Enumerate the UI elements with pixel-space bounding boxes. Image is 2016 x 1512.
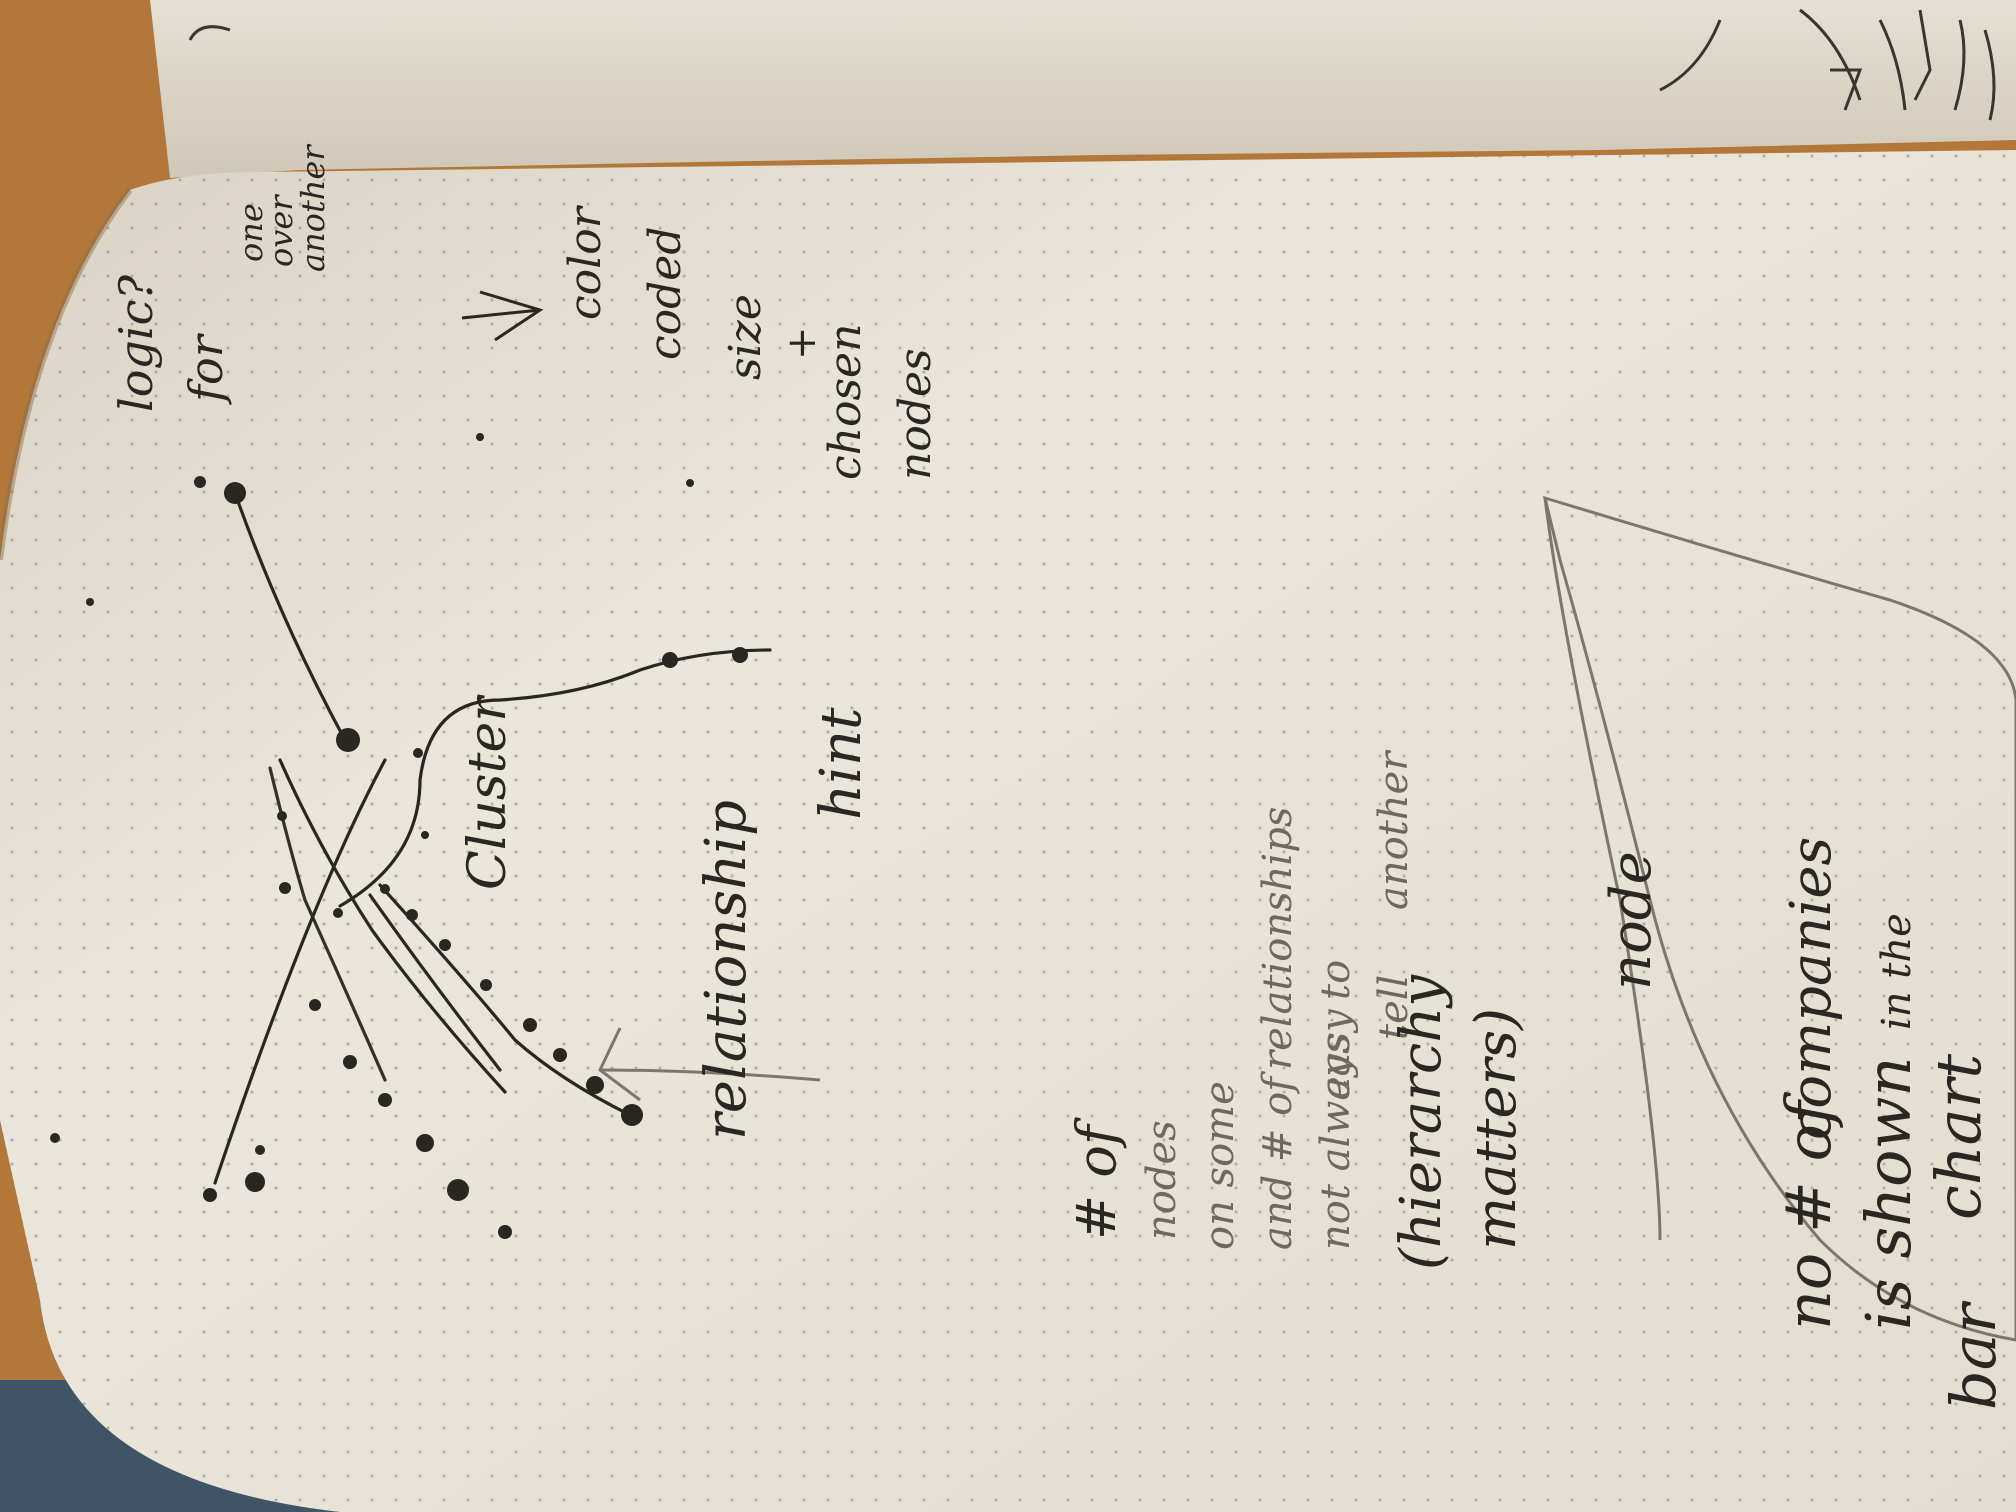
note-word: node bbox=[1599, 851, 1664, 990]
node bbox=[421, 831, 429, 839]
node bbox=[309, 999, 321, 1011]
node bbox=[277, 811, 287, 821]
node bbox=[439, 939, 451, 951]
note-nodes: # of nodes on some and # of relationship… bbox=[1065, 749, 1417, 1250]
note-word: (hierarchy bbox=[1389, 974, 1454, 1270]
note-bottom: no # of companies is shown in the chart … bbox=[1772, 837, 2010, 1410]
note-word: companies bbox=[1779, 837, 1844, 1140]
label-hint: hint bbox=[809, 707, 874, 820]
node bbox=[333, 908, 343, 918]
dot-grid bbox=[0, 150, 2016, 1512]
note-word: for bbox=[179, 332, 233, 405]
note-word: relationships bbox=[1255, 807, 1301, 1070]
label-relationship: relationship bbox=[694, 800, 759, 1140]
opposite-page-scribbles bbox=[188, 8, 1996, 121]
node bbox=[447, 1179, 469, 1201]
node bbox=[686, 479, 694, 487]
node bbox=[662, 652, 678, 668]
note-word: chosen bbox=[820, 324, 871, 480]
node bbox=[50, 1133, 60, 1143]
note-word: not always bbox=[1313, 1034, 1359, 1250]
node bbox=[523, 1018, 537, 1032]
note-color: color coded size + chosen nodes bbox=[560, 204, 941, 480]
note-word: # of bbox=[1065, 1117, 1128, 1240]
node bbox=[406, 909, 418, 921]
note-word: nodes bbox=[890, 348, 941, 480]
pencil-arrow bbox=[598, 1027, 821, 1102]
node bbox=[621, 1104, 643, 1126]
node bbox=[413, 748, 423, 758]
note-word: chart bbox=[1922, 1054, 1995, 1220]
note-word: bar bbox=[1937, 1300, 2010, 1410]
note-word: easy bbox=[1313, 1008, 1359, 1100]
note-word: nodes bbox=[1139, 1120, 1185, 1240]
node bbox=[732, 647, 748, 663]
note-word: coded bbox=[640, 226, 691, 360]
node bbox=[498, 1225, 512, 1239]
node bbox=[380, 884, 390, 894]
note-center: (hierarchy matters) node bbox=[1389, 851, 1664, 1270]
label-hint-group: hint bbox=[809, 707, 874, 820]
node bbox=[553, 1048, 567, 1062]
pencil-loop bbox=[1542, 495, 2016, 1342]
opposite-page bbox=[150, 0, 2016, 178]
note-word: another bbox=[1371, 749, 1417, 910]
label-cluster-group: Cluster bbox=[458, 694, 518, 890]
node bbox=[245, 1172, 265, 1192]
note-word: color bbox=[560, 204, 611, 320]
node bbox=[279, 882, 291, 894]
node bbox=[203, 1188, 217, 1202]
node bbox=[255, 1145, 265, 1155]
node bbox=[476, 433, 484, 441]
label-cluster: Cluster bbox=[458, 694, 518, 890]
node bbox=[86, 598, 94, 606]
ink-arrow bbox=[461, 290, 544, 342]
node bbox=[480, 979, 492, 991]
note-word: + bbox=[779, 326, 825, 360]
node bbox=[378, 1093, 392, 1107]
note-word: size bbox=[720, 294, 771, 380]
node bbox=[343, 1055, 357, 1069]
note-top-right: logic? for one over another bbox=[109, 144, 332, 412]
node bbox=[194, 476, 206, 488]
note-word: tell bbox=[1371, 975, 1417, 1040]
note-word: to bbox=[1313, 960, 1359, 1000]
note-word: no # of bbox=[1772, 1091, 1845, 1330]
graph-nodes bbox=[50, 433, 748, 1239]
note-word: logic? bbox=[109, 275, 163, 412]
note-word: one bbox=[232, 203, 270, 262]
note-word: matters) bbox=[1464, 1008, 1529, 1250]
label-relationship-group: relationship bbox=[694, 800, 759, 1140]
node bbox=[416, 1134, 434, 1152]
note-word: in the bbox=[1874, 913, 1920, 1030]
note-word: is shown bbox=[1852, 1057, 1925, 1330]
node bbox=[586, 1076, 604, 1094]
note-word: on some bbox=[1197, 1081, 1243, 1250]
note-word: over bbox=[262, 194, 300, 267]
note-word: and # of bbox=[1255, 1071, 1301, 1250]
node bbox=[336, 728, 360, 752]
note-word: another bbox=[294, 144, 332, 272]
node bbox=[224, 482, 246, 504]
